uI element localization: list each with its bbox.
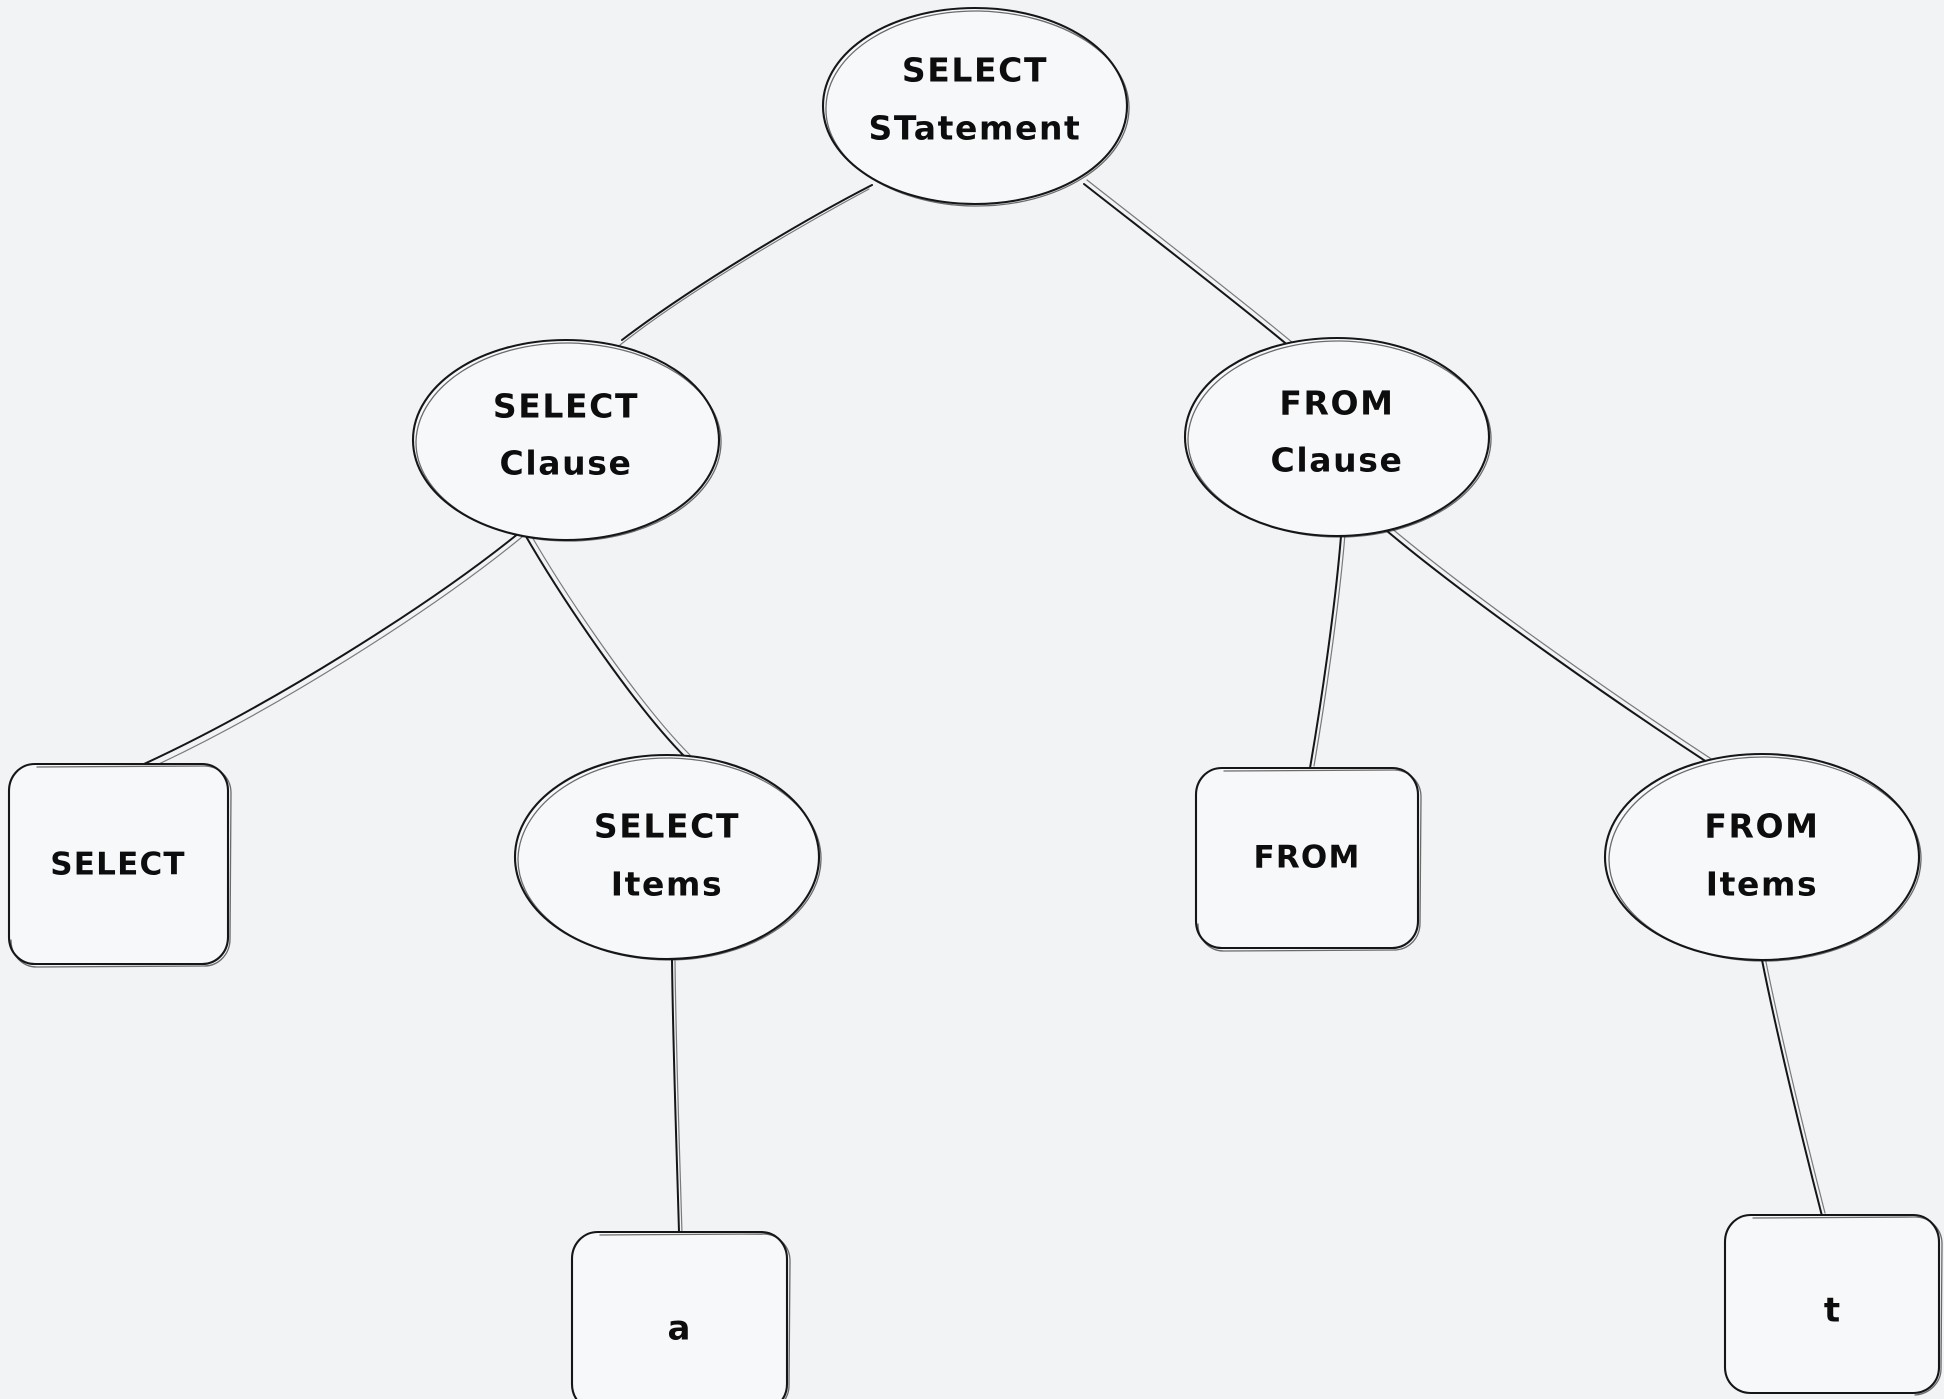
edge-from-clause-to-from-terminal: [1309, 533, 1346, 769]
from-terminal-rect-sketch: [1197, 769, 1422, 952]
t-terminal-rect: [1723, 1213, 1941, 1395]
a-terminal-label: a: [668, 1309, 691, 1349]
select-items-ellipse-sketch: [517, 757, 822, 961]
select-terminal-rect-sketch: [10, 765, 232, 968]
node-select-statement[interactable]: SELECT STatement: [821, 6, 1130, 207]
edge-select-items-to-a: [671, 958, 683, 1235]
edge-root-to-select-clause: [619, 184, 873, 346]
select-clause-label-line2: Clause: [500, 444, 633, 483]
from-items-label-line2: Items: [1706, 865, 1818, 904]
select-clause-ellipse: [411, 338, 721, 542]
edge-from-clause-to-from-items: [1386, 526, 1720, 769]
a-terminal-rect: [570, 1230, 789, 1399]
t-terminal-label: t: [1824, 1291, 1840, 1331]
from-items-ellipse-sketch: [1608, 756, 1922, 962]
from-clause-label-line1: FROM: [1279, 384, 1394, 423]
select-statement-label-line1: SELECT: [902, 51, 1048, 90]
select-clause-label-line1: SELECT: [493, 387, 639, 426]
edge-select-clause-to-select-items: [523, 529, 691, 759]
node-from-clause[interactable]: FROM Clause: [1183, 336, 1492, 538]
select-statement-label-line2: STatement: [869, 109, 1082, 148]
node-select-items[interactable]: SELECT Items: [513, 753, 822, 961]
select-items-ellipse: [513, 753, 821, 961]
edge-root-to-from-clause: [1083, 179, 1294, 348]
from-terminal-label: FROM: [1253, 840, 1360, 876]
select-clause-ellipse-sketch: [415, 342, 722, 542]
select-terminal-label: SELECT: [50, 847, 186, 883]
node-a-terminal[interactable]: a: [570, 1230, 791, 1399]
edges-layer: [143, 179, 1826, 1235]
node-from-items[interactable]: FROM Items: [1603, 752, 1922, 962]
from-clause-ellipse-sketch: [1187, 340, 1492, 538]
node-t-terminal[interactable]: t: [1723, 1213, 1943, 1396]
from-clause-label-line2: Clause: [1271, 441, 1404, 480]
select-statement-ellipse-sketch: [825, 10, 1130, 207]
node-from-terminal[interactable]: FROM: [1194, 766, 1422, 952]
edge-from-items-to-t: [1761, 956, 1826, 1217]
a-terminal-rect-sketch: [599, 1233, 791, 1399]
from-terminal-rect: [1194, 766, 1420, 950]
node-select-terminal[interactable]: SELECT: [7, 762, 232, 968]
node-select-clause[interactable]: SELECT Clause: [411, 338, 722, 542]
t-terminal-rect-sketch: [1752, 1216, 1943, 1396]
select-terminal-rect: [7, 762, 230, 966]
from-items-label-line1: FROM: [1704, 807, 1819, 846]
nodes-layer: SELECT STatement SELECT Clause FROM Clau…: [7, 6, 1943, 1399]
select-items-label-line2: Items: [611, 865, 723, 904]
edge-select-clause-to-select-terminal: [143, 532, 523, 770]
select-items-label-line1: SELECT: [594, 807, 740, 846]
